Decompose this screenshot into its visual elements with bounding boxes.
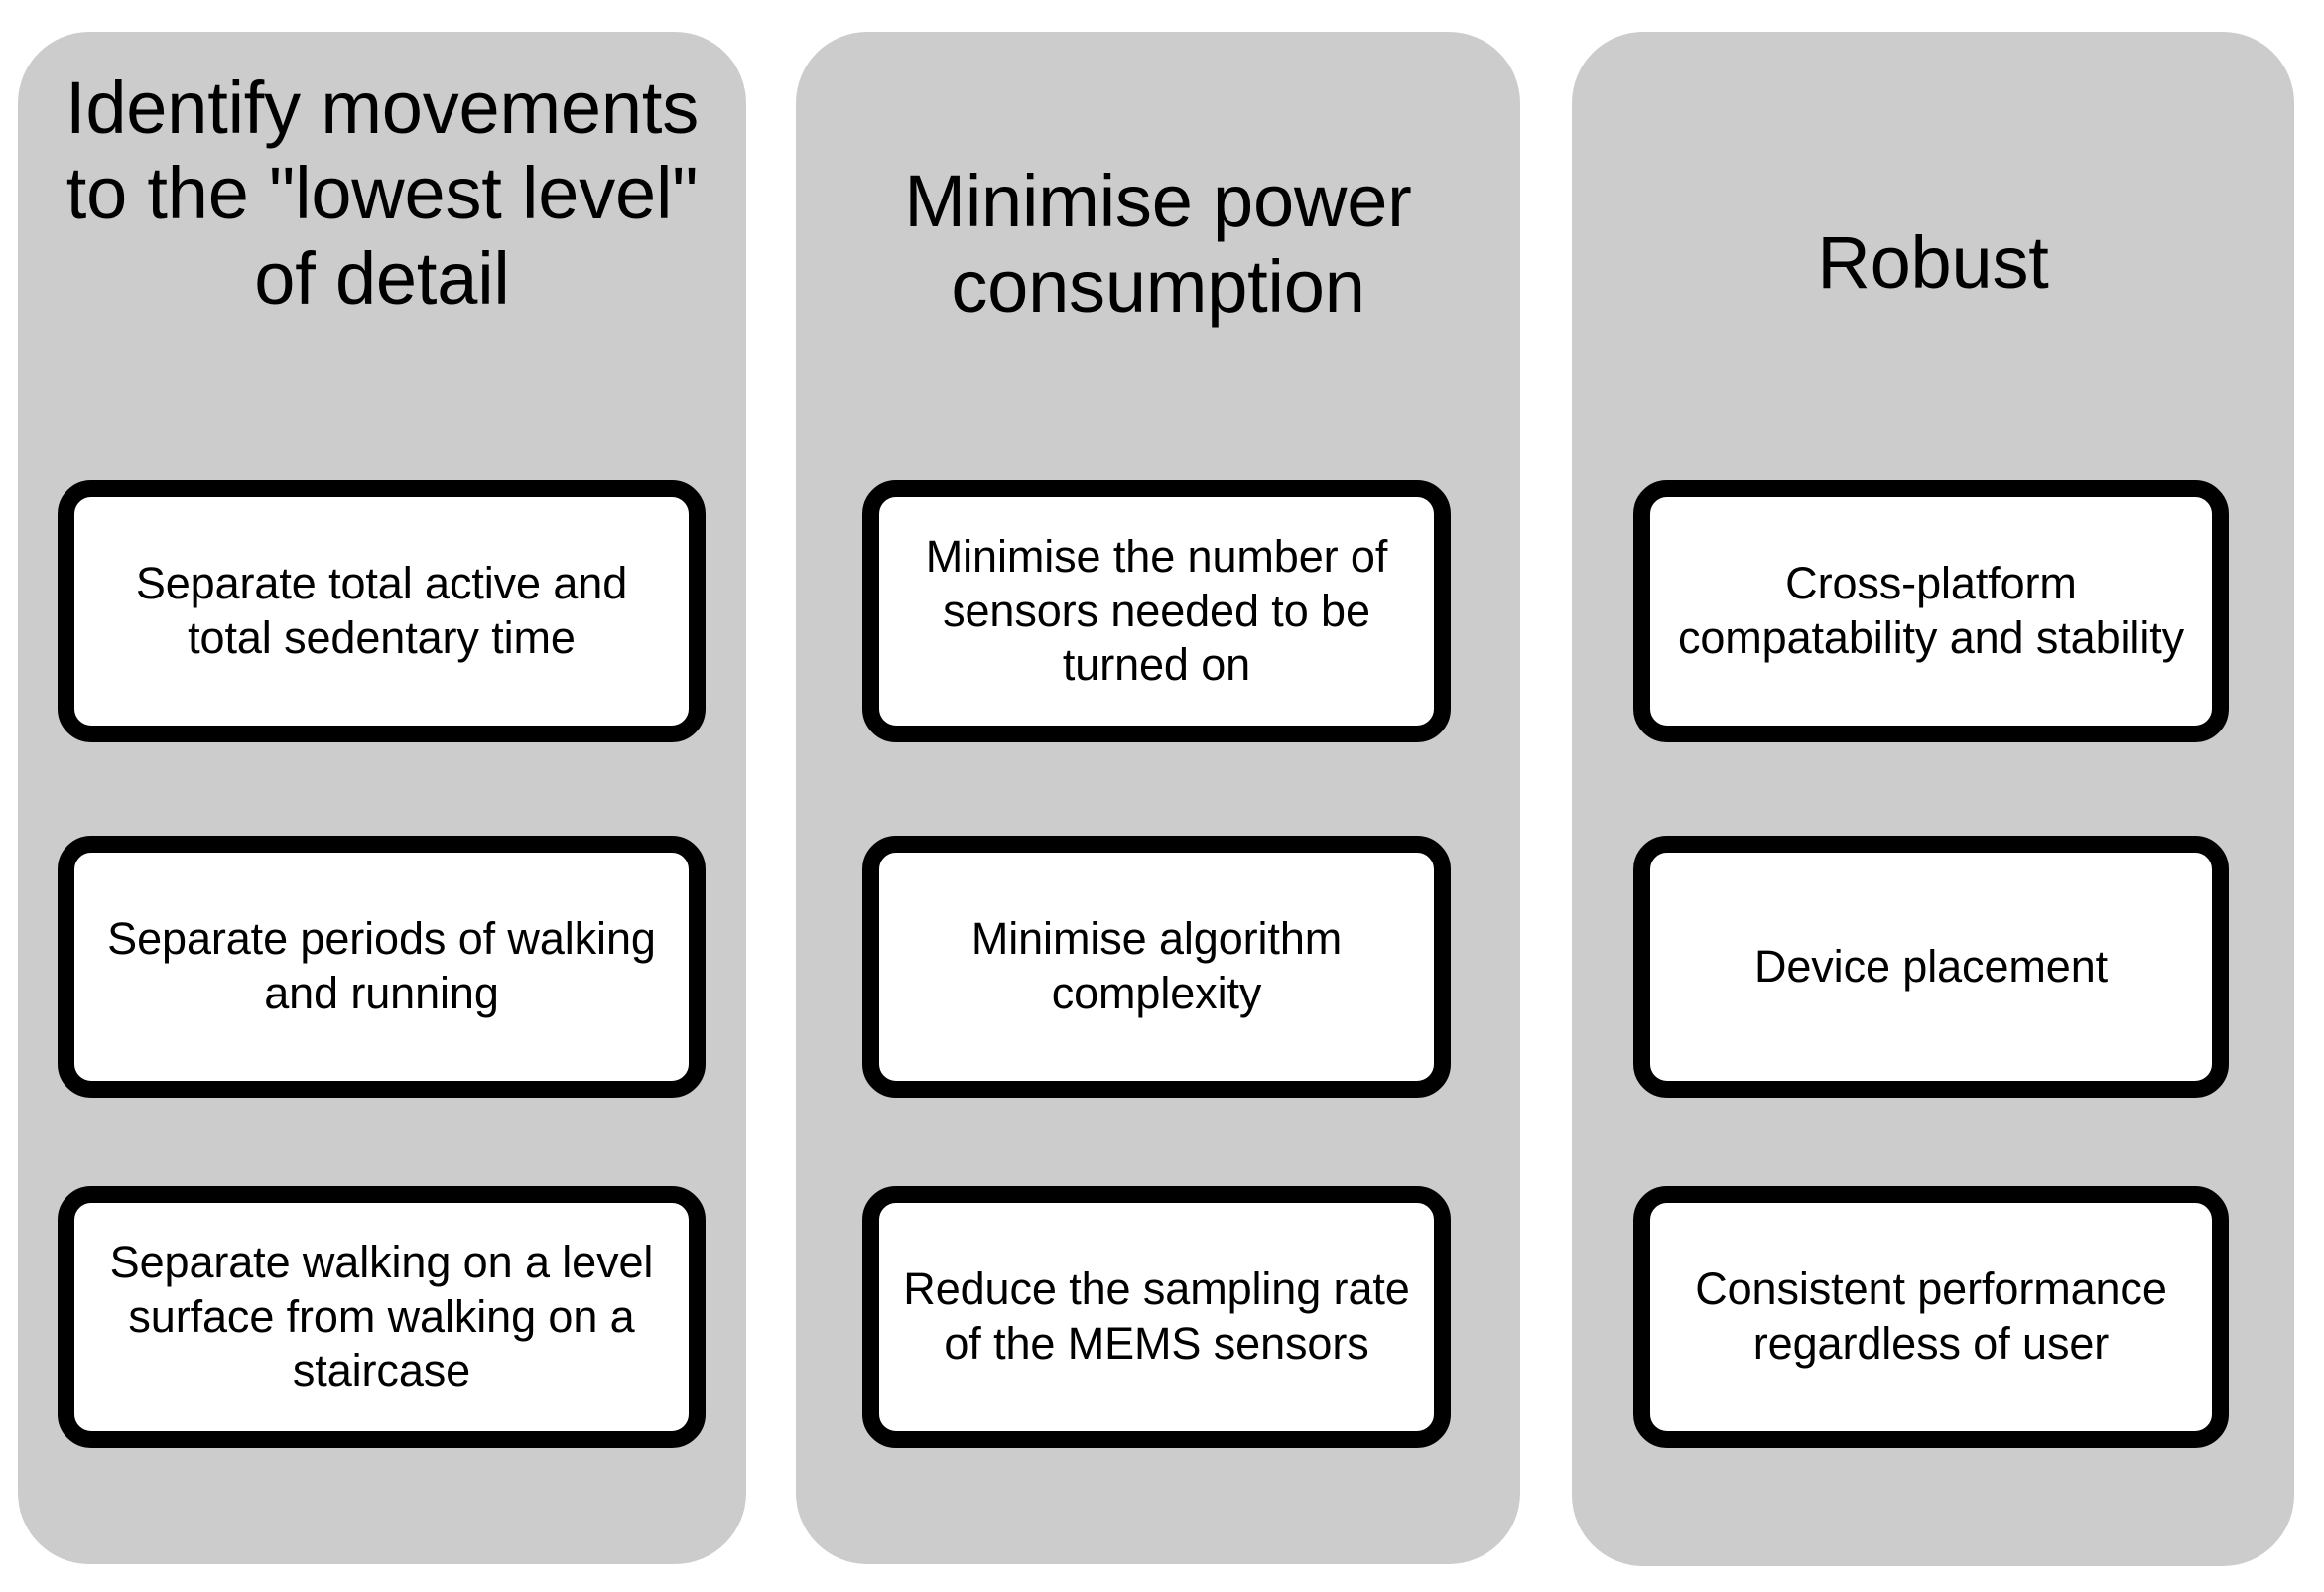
card-1-3-text: Separate walking on a level surface from…: [109, 1236, 654, 1396]
card-3-2: Device placement: [1633, 836, 2229, 1098]
card-2-3: Reduce the sampling rate of the MEMS sen…: [862, 1186, 1451, 1448]
column-heading-1: Identify movements to the "lowest level"…: [65, 66, 699, 320]
card-1-2-text: Separate periods of walking and running: [107, 913, 656, 1018]
card-1-1: Separate total active and total sedentar…: [58, 480, 706, 742]
card-2-1-text: Minimise the number of sensors needed to…: [925, 530, 1388, 691]
card-2-2: Minimise algorithm complexity: [862, 836, 1451, 1098]
card-3-1-text: Cross-platform compatability and stabili…: [1677, 558, 2185, 663]
card-2-3-text: Reduce the sampling rate of the MEMS sen…: [903, 1263, 1410, 1369]
column-panel-minimise-power: Minimise power consumption Minimise the …: [796, 32, 1520, 1564]
card-3-1: Cross-platform compatability and stabili…: [1633, 480, 2229, 742]
card-2-2-text: Minimise algorithm complexity: [970, 913, 1343, 1018]
column-heading-2: Minimise power consumption: [904, 160, 1412, 328]
card-1-1-text: Separate total active and total sedentar…: [135, 558, 628, 663]
card-2-1: Minimise the number of sensors needed to…: [862, 480, 1451, 742]
card-3-3-text: Consistent performance regardless of use…: [1695, 1263, 2167, 1369]
column-panel-robust: Robust Cross-platform compatability and …: [1572, 32, 2294, 1566]
column-heading-3: Robust: [1817, 221, 2049, 304]
card-1-2: Separate periods of walking and running: [58, 836, 706, 1098]
card-3-2-text: Device placement: [1753, 940, 2109, 992]
column-panel-identify-movements: Identify movements to the "lowest level"…: [18, 32, 746, 1564]
card-3-3: Consistent performance regardless of use…: [1633, 1186, 2229, 1448]
card-1-3: Separate walking on a level surface from…: [58, 1186, 706, 1448]
